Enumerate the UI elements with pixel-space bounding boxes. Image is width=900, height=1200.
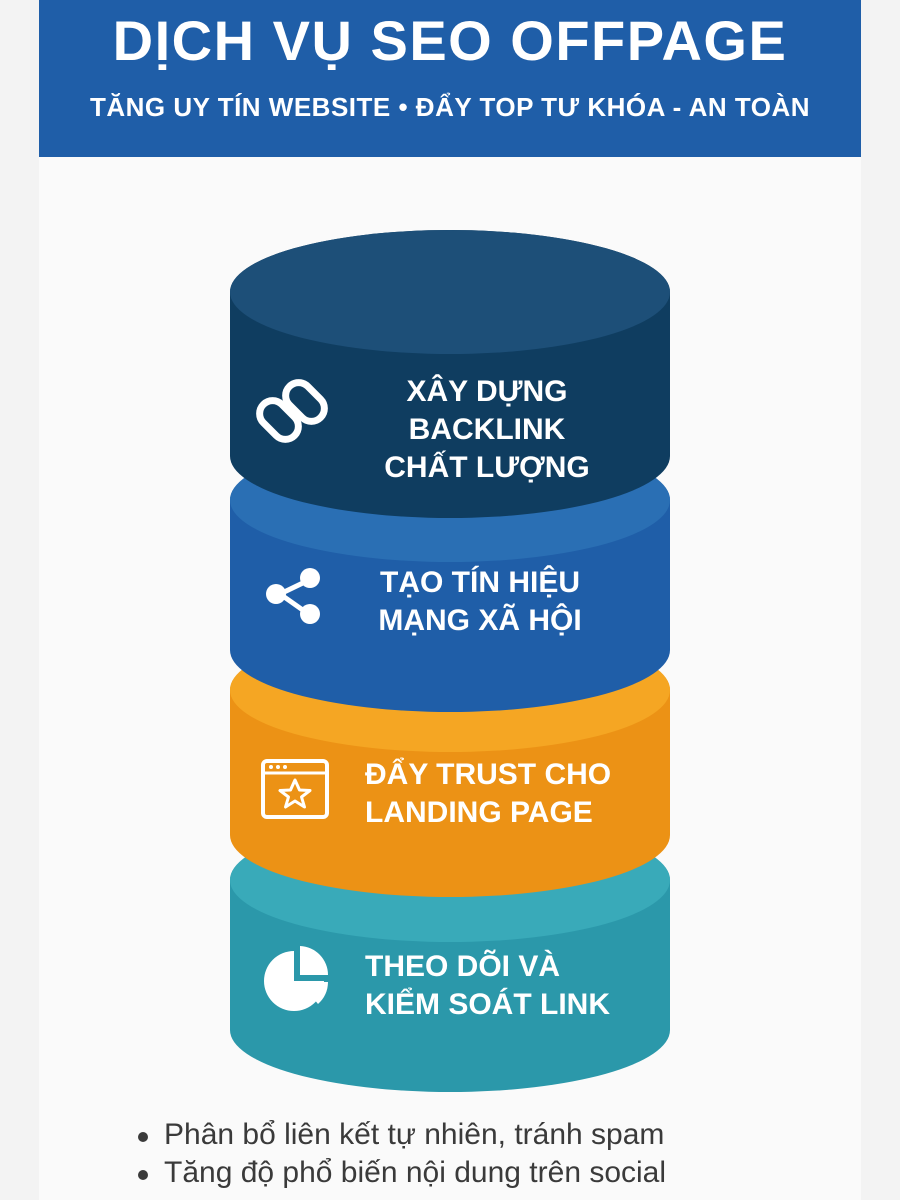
outer-left-margin [0, 0, 39, 1200]
bullet-item: Phân bổ liên kết tự nhiên, tránh spam [134, 1116, 834, 1154]
bullet-dot-icon [138, 1132, 148, 1142]
header-banner: DỊCH VỤ SEO OFFPAGE TĂNG UY TÍN WEBSITE … [39, 0, 861, 157]
bullet-text: Tăng độ phổ biến nội dung trên social [164, 1156, 667, 1189]
page-title: DỊCH VỤ SEO OFFPAGE [112, 9, 788, 72]
bullet-dot-icon [138, 1170, 148, 1180]
outer-right-margin [861, 0, 900, 1200]
layer-4-label: THEO DÕI VÀ KIỂM SOÁT LINK [365, 950, 610, 1021]
link-icon [256, 379, 328, 443]
pie-chart-icon [264, 946, 328, 1011]
layer-1-label: XÂY DỰNG BACKLINK CHẤT LƯỢNG [384, 375, 590, 484]
page-subtitle: TĂNG UY TÍN WEBSITE • ĐẨY TOP TƯ KHÓA - … [89, 92, 811, 122]
share-icon [266, 568, 320, 624]
layer-1-cylinder [230, 230, 670, 518]
bullet-text: Phân bổ liên kết tự nhiên, tránh spam [164, 1118, 665, 1151]
layer-3-label: ĐẨY TRUST CHO LANDING PAGE [365, 758, 612, 829]
layer-1-top [230, 230, 670, 354]
layer-2-label: TẠO TÍN HIỆU MẠNG XÃ HỘI [378, 566, 582, 637]
bullet-list: Phân bổ liên kết tự nhiên, tránh spam Tă… [134, 1116, 834, 1192]
landing-page-star-icon [261, 759, 329, 819]
bullet-item: Tăng độ phổ biến nội dung trên social [134, 1154, 834, 1192]
